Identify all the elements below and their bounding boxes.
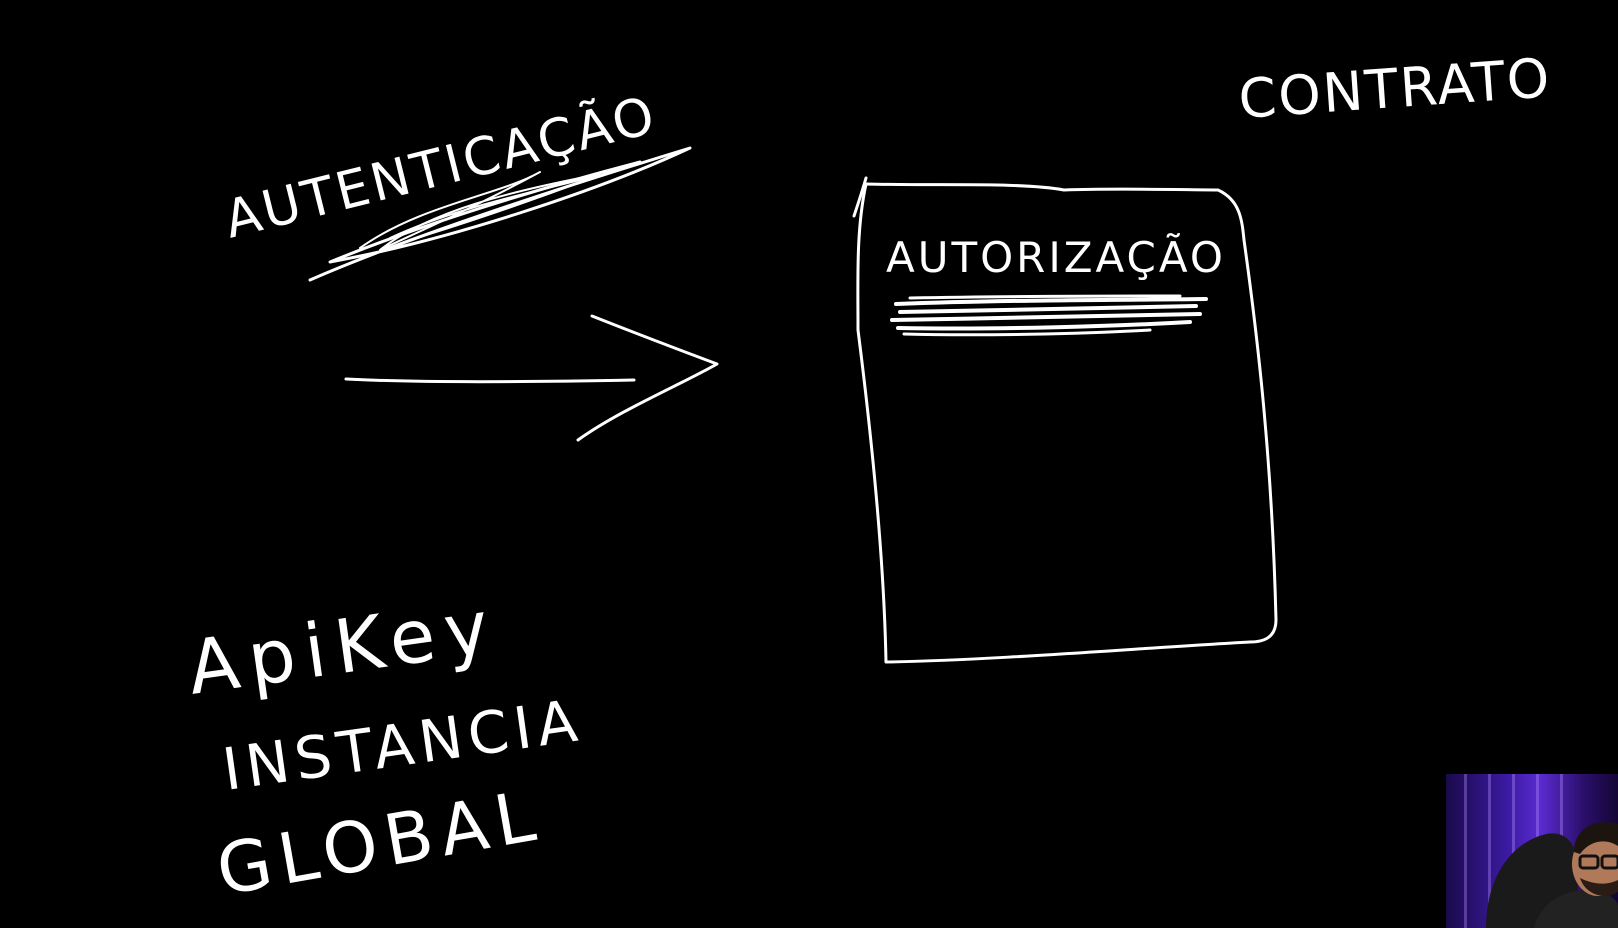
curtain-stripe: [1488, 774, 1491, 928]
curtain-stripe: [1464, 774, 1467, 928]
label-contrato: CONTRATO: [1237, 46, 1554, 131]
label-autenticacao: AUTENTICAÇÃO: [218, 84, 663, 250]
scribble-under-autenticacao: [308, 146, 692, 282]
arrow-right: [344, 314, 719, 442]
presenter-webcam: [1446, 774, 1618, 928]
scribble-under-autorizacao: [890, 294, 1208, 337]
curtain-stripe: [1512, 774, 1515, 928]
contract-box: [852, 176, 1278, 664]
label-apikey: ApiKey: [183, 583, 504, 712]
presenter-silhouette: [1486, 822, 1618, 928]
label-autorizacao: AUTORIZAÇÃO: [886, 232, 1226, 282]
